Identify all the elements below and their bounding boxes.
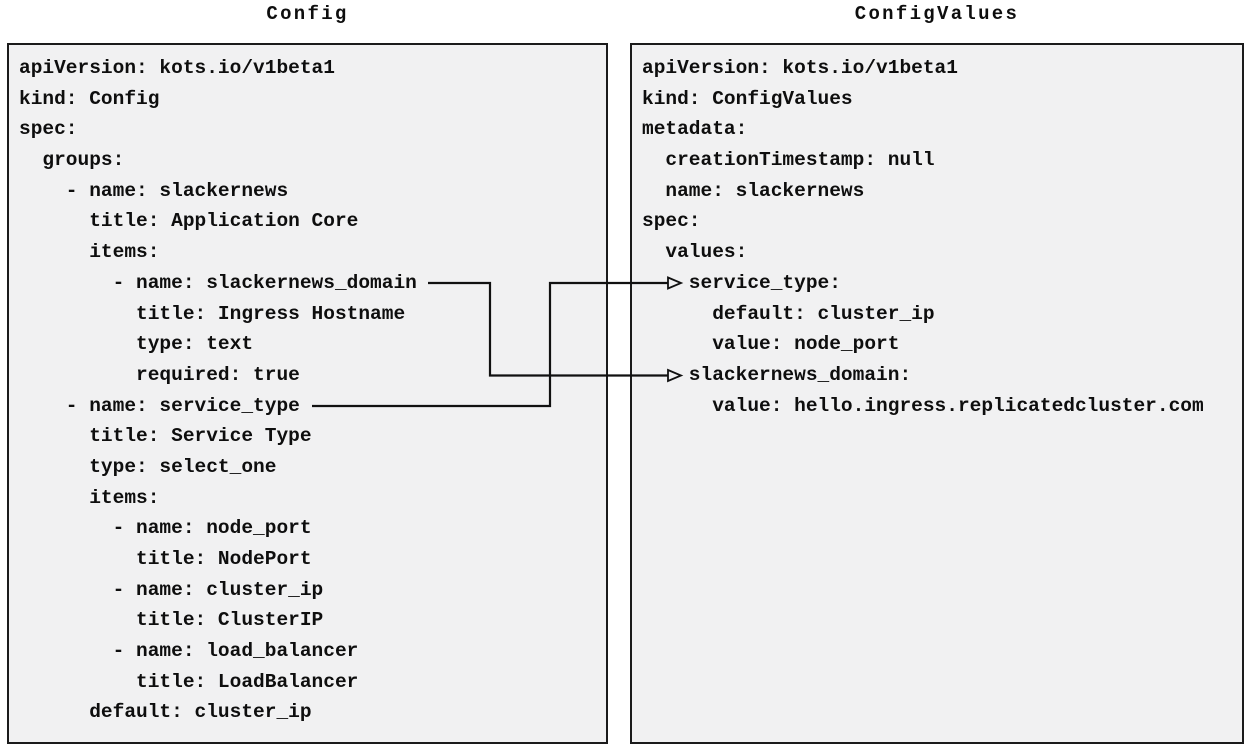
config-yaml-line: - name: node_port (19, 517, 312, 540)
configvalues-yaml-line: default: cluster_ip (642, 302, 935, 325)
configvalues-panel: apiVersion: kots.io/v1beta1 kind: ConfigV… (630, 43, 1244, 744)
config-yaml-line: type: text (19, 333, 254, 356)
config-yaml-line: items: (19, 241, 160, 264)
config-panel: apiVersion: kots.io/v1beta1 kind: Config s… (7, 43, 608, 744)
config-yaml-line: title: Ingress Hostname (19, 302, 406, 325)
config-yaml-line: kind: Config (19, 87, 160, 110)
config-yaml-line: apiVersion: kots.io/v1beta1 (19, 57, 335, 79)
configvalues-yaml-line: values: (642, 241, 748, 264)
config-yaml-line: - name: load_balancer (19, 640, 359, 663)
configvalues-yaml-code: apiVersion: kots.io/v1beta1 kind: ConfigV… (632, 45, 1242, 421)
config-yaml-line: default: cluster_ip (19, 701, 312, 724)
config-yaml-line: title: LoadBalancer (19, 670, 359, 693)
config-yaml-line: items: (19, 486, 160, 509)
configvalues-yaml-line: value: hello.ingress.replicatedcluster.c… (642, 394, 1204, 417)
config-panel-title: Config (266, 3, 349, 25)
config-yaml-line: title: NodePort (19, 548, 312, 570)
configvalues-yaml-line: slackernews_domain: (642, 363, 912, 386)
configvalues-yaml-line: value: node_port (642, 333, 900, 356)
configvalues-yaml-line: service_type: (642, 271, 841, 294)
config-yaml-line: - name: slackernews (19, 179, 289, 202)
config-yaml-line: title: ClusterIP (19, 609, 324, 632)
configvalues-yaml-line: spec: (642, 210, 701, 233)
configvalues-yaml-line: kind: ConfigValues (642, 87, 853, 110)
config-yaml-line: spec: (19, 118, 78, 141)
configvalues-yaml-line: creationTimestamp: null (642, 149, 935, 172)
config-yaml-code: apiVersion: kots.io/v1beta1 kind: Config s… (9, 45, 606, 728)
configvalues-yaml-line: metadata: (642, 118, 748, 141)
configvalues-yaml-line: name: slackernews (642, 179, 865, 202)
config-yaml-line: groups: (19, 149, 125, 172)
config-yaml-line: required: true (19, 363, 300, 386)
config-yaml-line: - name: cluster_ip (19, 578, 324, 601)
config-yaml-line: type: select_one (19, 455, 277, 478)
config-yaml-line: title: Application Core (19, 210, 359, 233)
config-yaml-line: - name: slackernews_domain (19, 271, 417, 294)
configvalues-panel-title: ConfigValues (854, 3, 1020, 25)
config-yaml-line: title: Service Type (19, 425, 312, 448)
config-yaml-line: - name: service_type (19, 394, 300, 417)
configvalues-yaml-line: apiVersion: kots.io/v1beta1 (642, 57, 958, 79)
